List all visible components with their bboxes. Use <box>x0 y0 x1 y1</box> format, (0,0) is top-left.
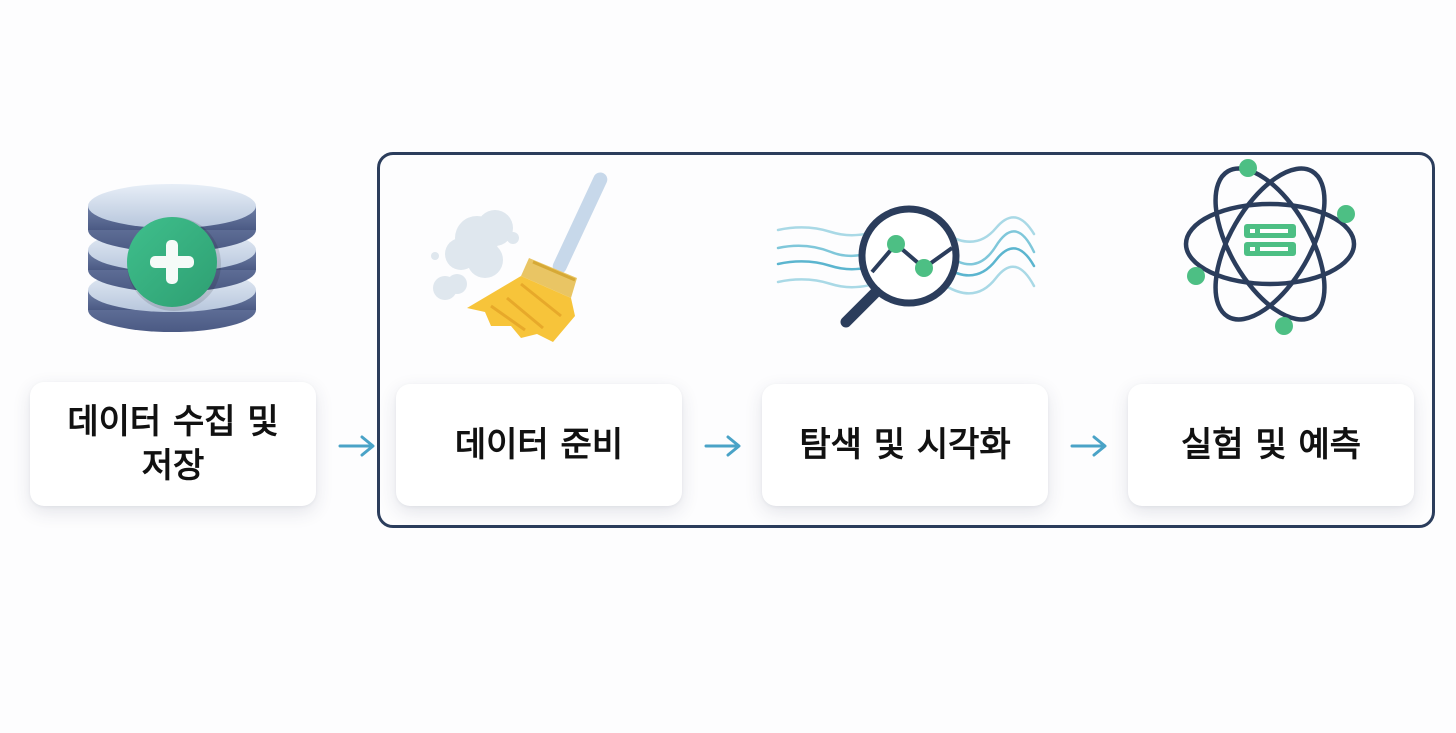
arrow-right-icon <box>338 435 375 457</box>
step-card-experiment-prediction: 실험 및 예측 <box>1128 384 1414 506</box>
broom-icon <box>431 172 608 342</box>
step-label: 데이터 수집 및 저장 <box>67 402 279 486</box>
atom-server-icon <box>1183 159 1357 335</box>
database-add-icon <box>88 184 256 332</box>
pipeline-group-frame <box>377 152 1435 528</box>
step-label: 실험 및 예측 <box>1180 425 1362 465</box>
arrow-right-icon <box>1070 435 1107 457</box>
step-card-data-preparation: 데이터 준비 <box>396 384 682 506</box>
step-card-exploration-visualization: 탐색 및 시각화 <box>762 384 1048 506</box>
magnifier-chart-icon <box>776 205 1036 328</box>
step-label: 탐색 및 시각화 <box>799 425 1011 465</box>
step-label: 데이터 준비 <box>454 425 624 465</box>
arrow-right-icon <box>704 435 741 457</box>
step-card-data-collection: 데이터 수집 및 저장 <box>30 382 316 506</box>
